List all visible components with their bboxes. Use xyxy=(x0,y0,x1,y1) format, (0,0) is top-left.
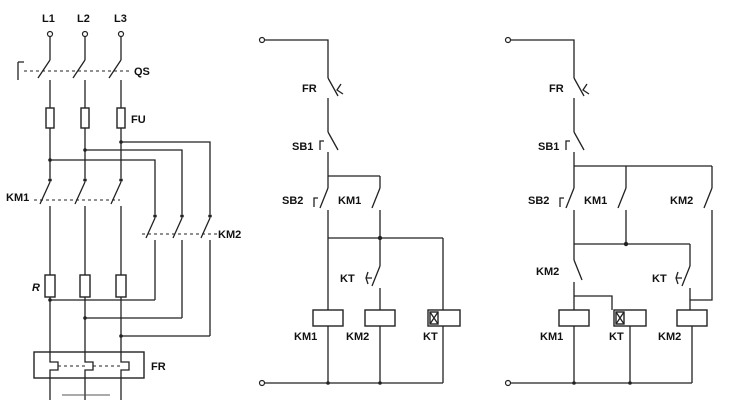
r-label: R xyxy=(32,282,40,294)
km1-power-label: KM1 xyxy=(6,192,29,204)
c2-terminal-bottom xyxy=(504,379,512,387)
c2-sb1-label: SB1 xyxy=(538,141,559,153)
c1-km1-contact xyxy=(371,187,381,238)
c2-fr-nc-contact xyxy=(573,77,590,132)
c1-km2-coil xyxy=(364,309,396,327)
c1-km2-coil-label: KM2 xyxy=(346,331,369,343)
c1-fr-nc-contact xyxy=(327,77,344,132)
qs-switch xyxy=(17,37,130,108)
km1-main-contacts xyxy=(34,178,123,275)
c2-km2-coil-label: KM2 xyxy=(658,331,681,343)
c2-kt-contact xyxy=(675,265,691,300)
phase-l1-label: L1 xyxy=(42,13,55,25)
c1-fr-label: FR xyxy=(302,83,317,95)
km2-main-contacts xyxy=(48,200,218,338)
c1-km1-coil xyxy=(312,309,344,327)
c1-terminal-top xyxy=(258,36,266,44)
c1-kt-contact xyxy=(365,265,381,310)
c2-kt-coil xyxy=(613,309,647,327)
power-circuit: L1 L2 L3 QS FU xyxy=(6,13,241,400)
fr-thermal-relay xyxy=(33,351,145,400)
c2-kt-coil-label: KT xyxy=(609,331,624,343)
c2-km1-coil xyxy=(558,309,590,327)
c2-sb2-label: SB2 xyxy=(528,195,549,207)
c2-terminal-top xyxy=(504,36,512,44)
c1-sb2-label: SB2 xyxy=(282,195,303,207)
c1-km1-coil-label: KM1 xyxy=(294,331,317,343)
c2-km2-contact-label: KM2 xyxy=(670,195,693,207)
terminal-l2 xyxy=(81,30,89,38)
c1-terminal-bottom xyxy=(258,379,266,387)
c2-km1-contact-label: KM1 xyxy=(584,195,607,207)
c1-kt-coil xyxy=(427,309,461,327)
fr-power-label: FR xyxy=(151,361,166,373)
c2-fr-label: FR xyxy=(549,83,564,95)
c2-sb2-button xyxy=(559,187,575,244)
c2-km2-nc-label: KM2 xyxy=(536,266,559,278)
phase-l2-label: L2 xyxy=(77,13,90,25)
c2-km1-coil-label: KM1 xyxy=(540,331,563,343)
c2-km2-contact xyxy=(689,187,713,310)
c1-sb1-button xyxy=(319,131,339,176)
fu-label: FU xyxy=(131,114,146,126)
r-resistors xyxy=(44,274,127,352)
terminal-l3 xyxy=(117,30,125,38)
c2-sb1-button xyxy=(565,131,585,166)
c2-km2-nc-contact xyxy=(573,259,613,310)
c2-km2-coil xyxy=(676,309,708,327)
c1-kt-coil-label: KT xyxy=(423,331,438,343)
terminal-l1 xyxy=(46,30,54,38)
c1-sb1-label: SB1 xyxy=(292,141,313,153)
c1-kt-contact-label: KT xyxy=(340,273,355,285)
c1-km1-contact-label: KM1 xyxy=(338,195,361,207)
qs-label: QS xyxy=(134,66,150,78)
c2-kt-contact-label: KT xyxy=(652,273,667,285)
phase-l3-label: L3 xyxy=(114,13,127,25)
c1-sb2-button xyxy=(313,187,329,238)
control-circuit-2: FR SB1 SB2 KM1 KM2 xyxy=(504,36,713,387)
fu-fuses xyxy=(45,107,126,178)
control-circuit-1: FR SB1 SB2 KM1 KT xyxy=(258,36,461,387)
c2-km1-contact xyxy=(617,187,627,244)
km2-power-label: KM2 xyxy=(218,229,241,241)
